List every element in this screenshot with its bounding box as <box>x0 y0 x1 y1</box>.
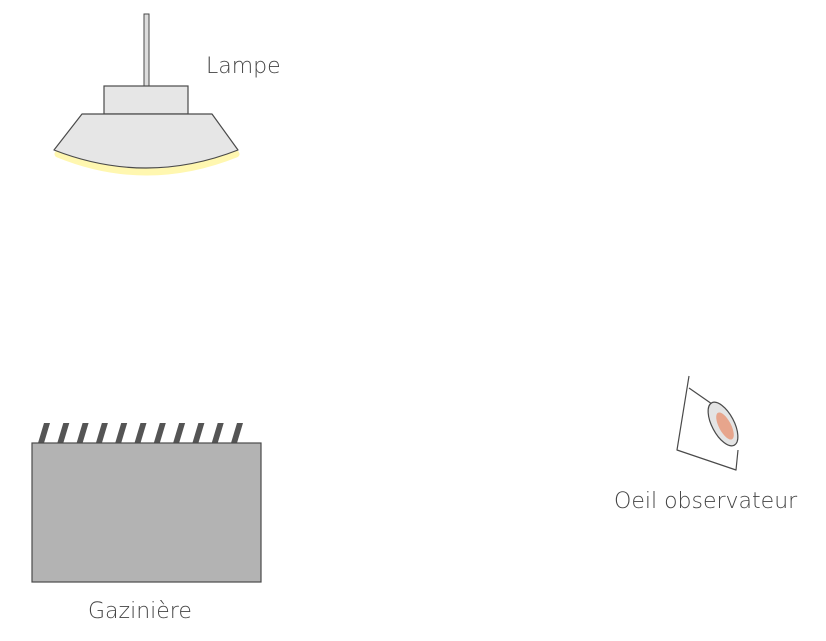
eye-label: Oeil observateur <box>614 489 798 514</box>
stove-burner <box>115 423 128 443</box>
eye-icon <box>676 375 739 471</box>
stove-burner <box>134 423 147 443</box>
lamp-cord <box>143 13 150 87</box>
lamp-cap <box>103 85 189 115</box>
stove-burner <box>211 423 224 443</box>
eye-lid <box>688 387 713 405</box>
lamp-glow <box>54 150 240 176</box>
stove-burner <box>173 423 186 443</box>
stove-burner <box>231 423 243 443</box>
stove-burner <box>192 423 205 443</box>
stove-body <box>31 442 262 583</box>
lamp-shade <box>53 113 239 169</box>
stove-burner <box>76 423 89 443</box>
stove-burners <box>38 423 243 443</box>
stove-label: Gazinière <box>88 599 192 624</box>
stove-icon <box>31 423 262 583</box>
eye-iris <box>716 412 734 440</box>
pendant-lamp-icon <box>53 13 240 176</box>
lamp-label: Lampe <box>206 54 281 79</box>
stove-burner <box>38 423 50 443</box>
stove-burner <box>95 423 108 443</box>
stove-burner <box>57 423 70 443</box>
stove-burner <box>153 423 166 443</box>
eye-outline <box>676 375 739 471</box>
